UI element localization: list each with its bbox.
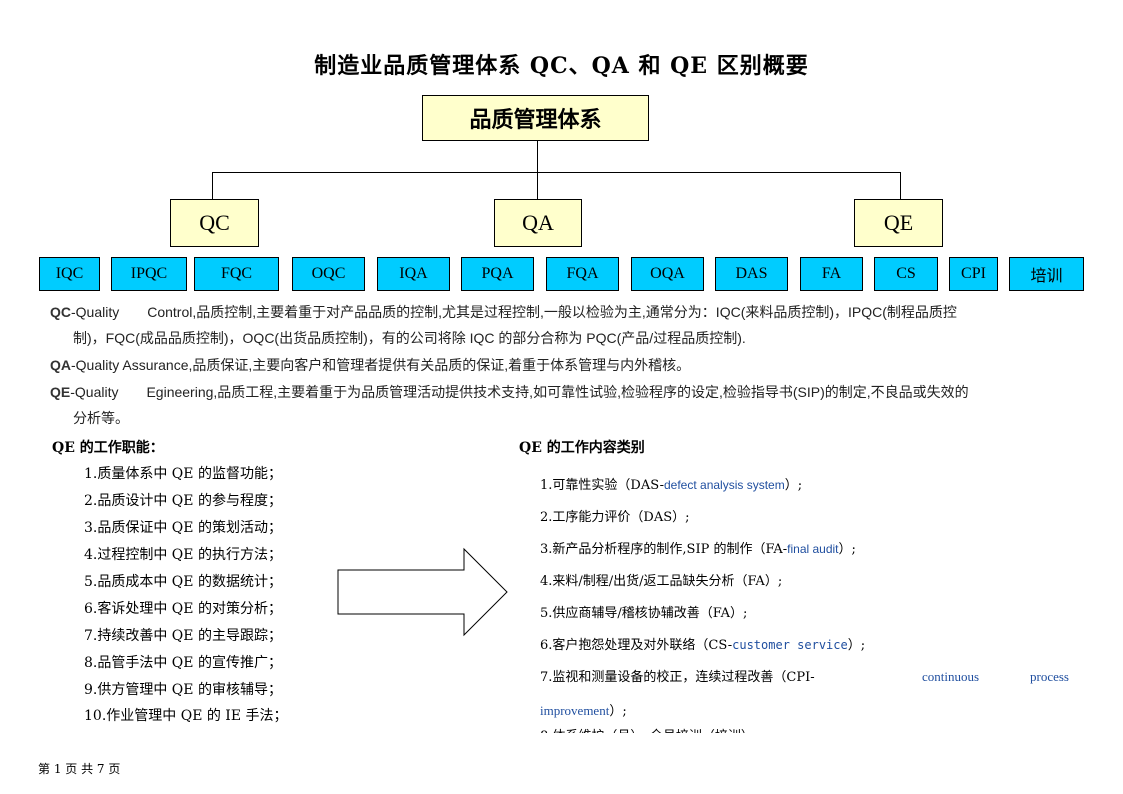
org-chart-connectors	[212, 141, 901, 199]
org-item-das: DAS	[715, 257, 788, 291]
content-title: QE 的工作内容类别	[519, 440, 645, 456]
org-item-iqc: IQC	[39, 257, 100, 291]
page-title: 制造业品质管理体系 QC、QA 和 QE 区别概要	[314, 53, 809, 79]
duty-item: 8.品管手法中 QE 的宣传推广；	[84, 655, 282, 671]
qe-def-line1: -Quality Egineering,品质工程,主要着重于为品质管理活动提供技…	[70, 384, 969, 400]
org-item-training: 培训	[1009, 257, 1084, 291]
org-item-pqa: PQA	[461, 257, 534, 291]
duty-item: 5.品质成本中 QE 的数据统计；	[84, 574, 282, 590]
definition-qc: QC-Quality Control,品质控制,主要着重于对产品品质的控制,尤其…	[50, 299, 1090, 351]
qc-def-line2: 制)，FQC(成品品质控制)，OQC(出货品质控制)，有的公司将除 IQC 的部…	[73, 330, 746, 346]
definition-qe: QE-Quality Egineering,品质工程,主要着重于为品质管理活动提…	[50, 379, 1090, 431]
org-item-oqc: OQC	[292, 257, 365, 291]
qa-def-line1: -Quality Assurance,品质保证,主要向客户和管理者提供有关品质的…	[71, 357, 691, 373]
qa-box: QA	[494, 199, 582, 247]
qe-abbr: QE	[50, 384, 71, 400]
definition-qa: QA-Quality Assurance,品质保证,主要向客户和管理者提供有关品…	[50, 352, 1090, 378]
org-item-iqa: IQA	[377, 257, 450, 291]
duty-item: 1.质量体系中 QE 的监督功能；	[84, 466, 282, 482]
qc-def-line1: -Quality Control,品质控制,主要着重于对产品品质的控制,尤其是过…	[71, 304, 957, 320]
org-root-box: 品质管理体系	[422, 95, 649, 141]
org-item-oqa: OQA	[631, 257, 704, 291]
duty-item: 4.过程控制中 QE 的执行方法；	[84, 547, 282, 563]
content-item: 4.来料/制程/出货/返工品缺失分析（FA）;	[540, 574, 783, 589]
qe-def-line2: 分析等。	[73, 410, 129, 426]
duty-item: 9.供方管理中 QE 的审核辅导；	[84, 682, 282, 698]
content-item-en: process	[1030, 669, 1069, 684]
duty-item: 2.品质设计中 QE 的参与程度；	[84, 493, 282, 509]
content-item: improvement）;	[540, 703, 627, 719]
org-item-cs: CS	[874, 257, 938, 291]
content-item-en: continuous	[922, 669, 980, 684]
content-item: 2.工序能力评价（DAS）;	[540, 510, 690, 525]
duty-item: 3.品质保证中 QE 的策划活动；	[84, 520, 282, 536]
org-item-fqa: FQA	[546, 257, 619, 291]
qa-abbr: QA	[50, 357, 71, 373]
content-item: 1.可靠性实验（DAS-defect analysis system）;	[540, 478, 803, 493]
duty-item: 6.客诉处理中 QE 的对策分析；	[84, 601, 282, 617]
org-item-cpi: CPI	[949, 257, 998, 291]
content-item: 7.监视和测量设备的校正，连续过程改善（CPI-	[540, 670, 815, 685]
content-item-clipped: 8.体系维护（月）、全员培训（培训）	[540, 724, 940, 733]
qc-box: QC	[170, 199, 259, 247]
content-item: 5.供应商辅导/稽核协辅改善（FA）;	[540, 606, 748, 621]
qc-abbr: QC	[50, 304, 71, 320]
duty-item: 7.持续改善中 QE 的主导跟踪；	[84, 628, 282, 644]
qe-box: QE	[854, 199, 943, 247]
org-item-fa: FA	[800, 257, 863, 291]
duties-title: QE 的工作职能：	[52, 440, 164, 456]
org-item-ipqc: IPQC	[111, 257, 187, 291]
page-number: 第 1 页 共 7 页	[38, 762, 121, 776]
arrow-right-icon	[337, 547, 508, 637]
content-item: 3.新产品分析程序的制作,SIP 的制作（FA-final audit）;	[540, 542, 856, 557]
duty-item: 10.作业管理中 QE 的 IE 手法；	[84, 708, 288, 724]
org-item-fqc: FQC	[194, 257, 279, 291]
content-item: 6.客户抱怨处理及对外联络（CS-customer service）;	[540, 638, 866, 653]
